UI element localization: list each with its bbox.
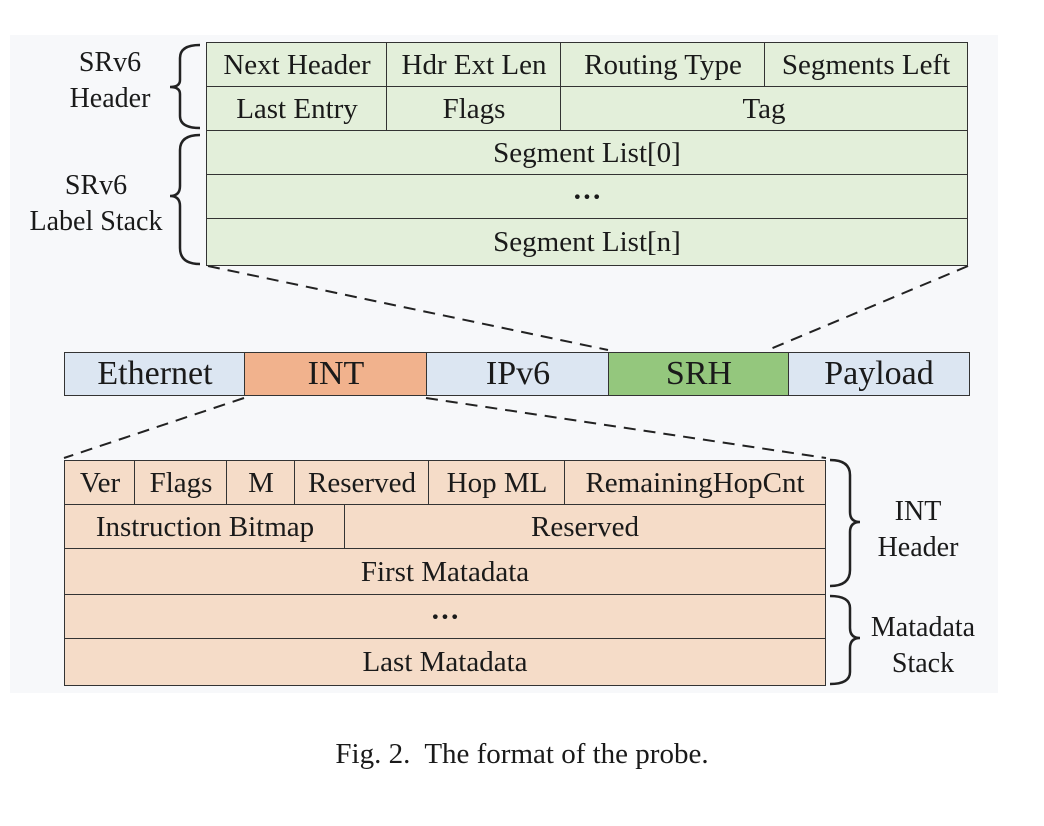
srv6-label-stack-label-line1: SRv6 [64, 170, 128, 201]
figure-caption: Fig. 2. The format of the probe. [335, 738, 709, 770]
packet-ipv6: IPv6 [426, 352, 610, 396]
ver-field: Ver [64, 460, 136, 506]
segment-list-n-field: Segment List[n] [206, 218, 968, 266]
remaining-hop-cnt-field: RemainingHopCnt [564, 460, 826, 506]
hdr-ext-len-field: Hdr Ext Len [386, 42, 562, 88]
int-header-label-line1: INT [894, 496, 942, 527]
segments-left-field: Segments Left [764, 42, 968, 88]
int-reserved-field: Reserved [294, 460, 430, 506]
int-table: Ver Flags M Reserved Hop ML RemainingHop… [64, 460, 826, 686]
segment-list-0-field: Segment List[0] [206, 130, 968, 176]
first-metadata-row: First Matadata [64, 548, 826, 596]
int-flags-field: Flags [134, 460, 228, 506]
srv6-header-label: SRv6 Header [50, 45, 170, 117]
next-header-field: Next Header [206, 42, 388, 88]
packet-payload: Payload [788, 352, 970, 396]
srh-zoom-line-right [767, 265, 969, 351]
metadata-stack-brace [829, 594, 861, 686]
srv6-label-stack-label: SRv6 Label Stack [16, 168, 176, 240]
srv6-table: Next Header Hdr Ext Len Routing Type Seg… [206, 42, 968, 266]
srv6-flags-field: Flags [386, 86, 562, 132]
int-header-row-2: Instruction Bitmap Reserved [64, 504, 826, 550]
srv6-label-stack-label-line2: Label Stack [29, 206, 163, 237]
int-header-label-line2: Header [877, 532, 959, 563]
srv6-label-stack-brace [169, 133, 201, 266]
segment-list-ellipsis-field: ··· [206, 174, 968, 220]
metadata-ellipsis-field: ··· [64, 594, 826, 640]
metadata-stack-label-line1: Matadata [870, 612, 976, 643]
srv6-header-label-line1: SRv6 [78, 47, 142, 78]
int-reserved-2-field: Reserved [344, 504, 826, 550]
srh-zoom-line-left [207, 265, 609, 351]
int-header-brace [829, 458, 861, 588]
srv6-header-brace [169, 43, 201, 130]
metadata-ellipsis-row: ··· [64, 594, 826, 640]
packet-ethernet: Ethernet [64, 352, 246, 396]
tag-field: Tag [560, 86, 968, 132]
instruction-bitmap-field: Instruction Bitmap [64, 504, 346, 550]
packet-srh: SRH [608, 352, 790, 396]
int-header-row-1: Ver Flags M Reserved Hop ML RemainingHop… [64, 460, 826, 506]
last-entry-field: Last Entry [206, 86, 388, 132]
routing-type-field: Routing Type [560, 42, 766, 88]
hop-ml-field: Hop ML [428, 460, 566, 506]
int-zoom-line-right [425, 397, 827, 459]
segment-list-n-row: Segment List[n] [206, 218, 968, 266]
srv6-header-label-line2: Header [69, 83, 151, 114]
metadata-stack-label-line2: Stack [891, 648, 955, 679]
m-field: M [226, 460, 296, 506]
segment-list-ellipsis-row: ··· [206, 174, 968, 220]
last-metadata-row: Last Matadata [64, 638, 826, 686]
segment-list-0-row: Segment List[0] [206, 130, 968, 176]
metadata-stack-label: Matadata Stack [858, 610, 988, 682]
srv6-header-row-2: Last Entry Flags Tag [206, 86, 968, 132]
srv6-header-row-1: Next Header Hdr Ext Len Routing Type Seg… [206, 42, 968, 88]
int-zoom-line-left [63, 397, 245, 459]
packet-int: INT [244, 352, 428, 396]
int-header-label: INT Header [858, 494, 978, 566]
first-metadata-field: First Matadata [64, 548, 826, 596]
last-metadata-field: Last Matadata [64, 638, 826, 686]
